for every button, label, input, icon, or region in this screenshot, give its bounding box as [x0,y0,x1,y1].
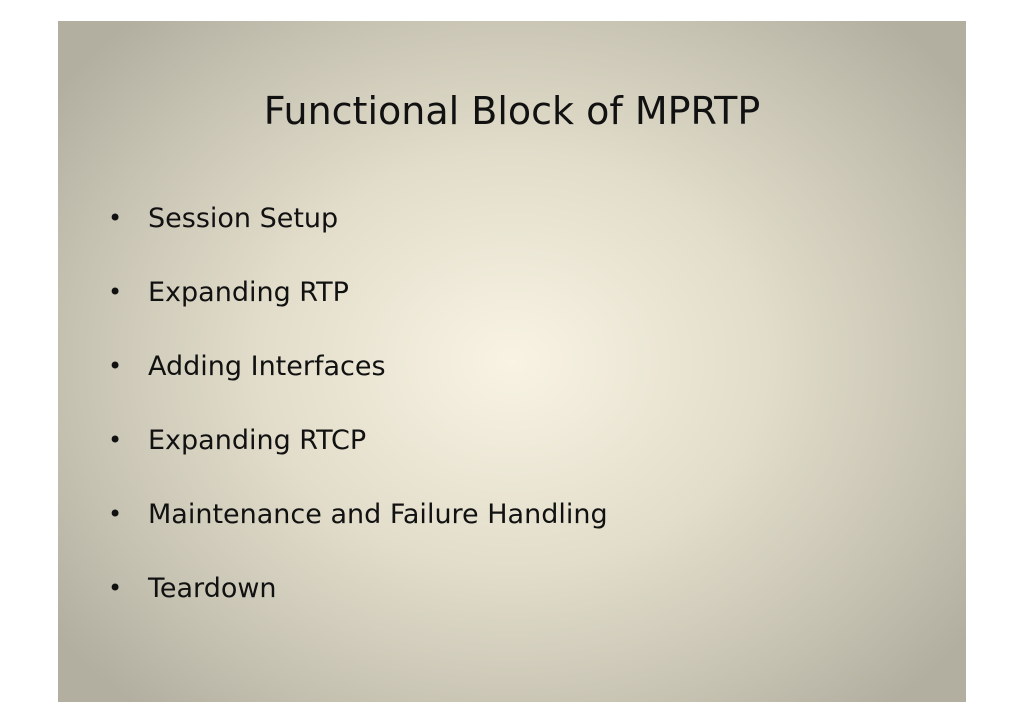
bullet-text: Adding Interfaces [148,350,386,382]
bullet-icon: • [108,574,123,602]
bullet-item: • Session Setup [108,181,608,255]
bullet-icon: • [108,426,123,454]
bullet-item: • Teardown [108,551,608,625]
bullet-text: Session Setup [148,202,339,234]
slide: Functional Block of MPRTP • Session Setu… [58,21,966,702]
bullet-text: Maintenance and Failure Handling [148,498,608,530]
bullet-item: • Expanding RTCP [108,403,608,477]
bullet-text: Teardown [148,572,277,604]
bullet-text: Expanding RTP [148,276,349,308]
bullet-list: • Session Setup • Expanding RTP • Adding… [108,181,608,625]
bullet-item: • Expanding RTP [108,255,608,329]
bullet-icon: • [108,352,123,380]
bullet-text: Expanding RTCP [148,424,367,456]
bullet-item: • Maintenance and Failure Handling [108,477,608,551]
bullet-icon: • [108,204,123,232]
slide-title: Functional Block of MPRTP [263,89,761,133]
bullet-icon: • [108,500,123,528]
bullet-item: • Adding Interfaces [108,329,608,403]
bullet-icon: • [108,278,123,306]
